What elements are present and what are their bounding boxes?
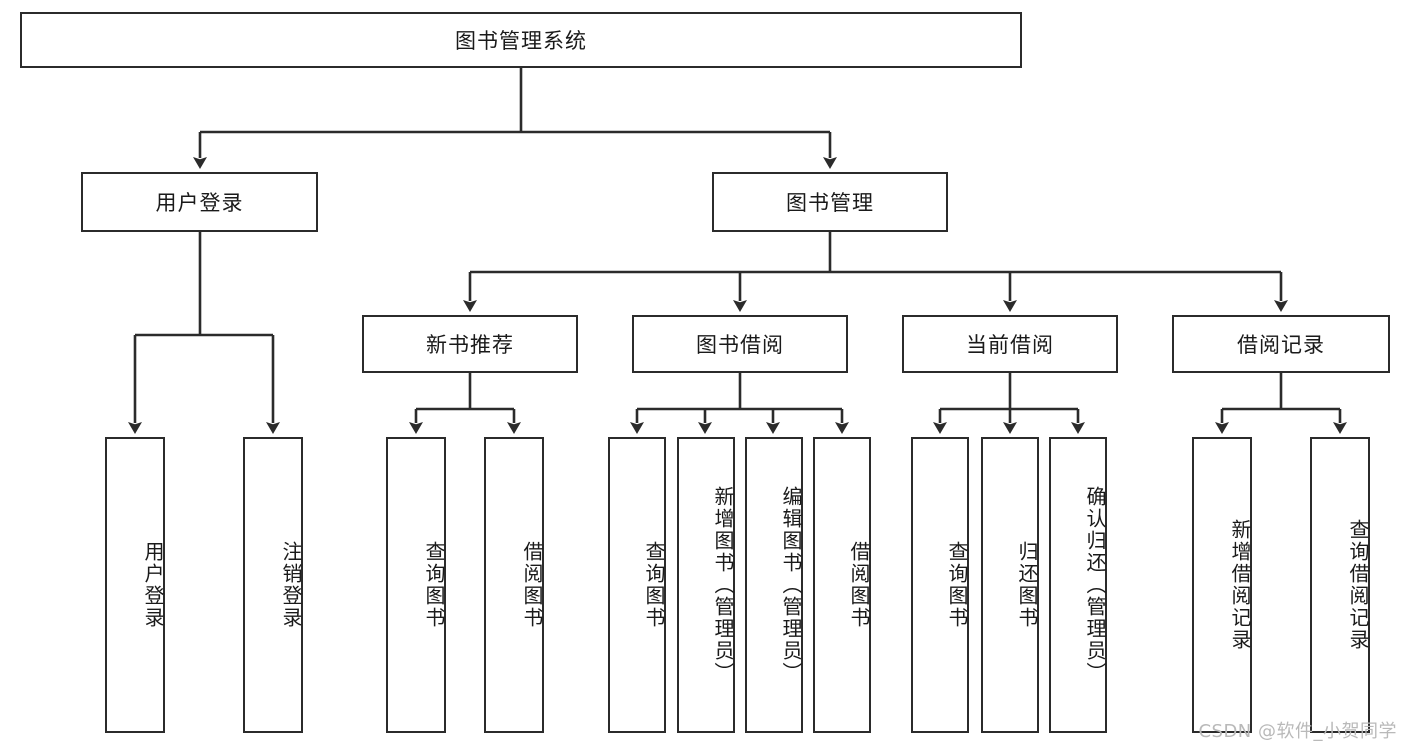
- node-label: 借阅记录: [1237, 333, 1325, 357]
- node-label: 编辑图书（管理员）: [779, 486, 803, 684]
- leaf-borrow-edit-book-admin[interactable]: 编辑图书（管理员）: [745, 437, 803, 733]
- node-book-borrow[interactable]: 图书借阅: [632, 315, 848, 373]
- node-label: 查询图书: [945, 541, 969, 629]
- leaf-user-logout[interactable]: 注销登录: [243, 437, 303, 733]
- leaf-current-query-book[interactable]: 查询图书: [911, 437, 969, 733]
- node-new-book-recommend[interactable]: 新书推荐: [362, 315, 578, 373]
- node-label: 借阅图书: [847, 541, 871, 629]
- node-borrow-record[interactable]: 借阅记录: [1172, 315, 1390, 373]
- node-label: 注销登录: [279, 541, 303, 629]
- node-label: 借阅图书: [520, 541, 544, 629]
- leaf-recommend-borrow-book[interactable]: 借阅图书: [484, 437, 544, 733]
- leaf-record-add-record[interactable]: 新增借阅记录: [1192, 437, 1252, 733]
- leaf-borrow-borrow-book[interactable]: 借阅图书: [813, 437, 871, 733]
- leaf-borrow-add-book-admin[interactable]: 新增图书（管理员）: [677, 437, 735, 733]
- node-label: 新增图书（管理员）: [711, 486, 735, 684]
- leaf-borrow-query-book[interactable]: 查询图书: [608, 437, 666, 733]
- node-label: 查询图书: [642, 541, 666, 629]
- node-user-login[interactable]: 用户登录: [81, 172, 318, 232]
- node-label: 查询图书: [422, 541, 446, 629]
- node-label: 图书管理系统: [455, 29, 587, 53]
- node-label: 用户登录: [155, 191, 244, 215]
- node-root-system[interactable]: 图书管理系统: [20, 12, 1022, 68]
- node-label: 图书管理: [786, 191, 874, 215]
- leaf-current-confirm-return-admin[interactable]: 确认归还（管理员）: [1049, 437, 1107, 733]
- node-book-management[interactable]: 图书管理: [712, 172, 948, 232]
- leaf-recommend-query-book[interactable]: 查询图书: [386, 437, 446, 733]
- node-current-borrow[interactable]: 当前借阅: [902, 315, 1118, 373]
- node-label: 图书借阅: [696, 333, 784, 357]
- node-label: 新书推荐: [426, 333, 514, 357]
- node-label: 归还图书: [1015, 541, 1039, 629]
- node-label: 用户登录: [141, 541, 165, 629]
- leaf-current-return-book[interactable]: 归还图书: [981, 437, 1039, 733]
- node-label: 当前借阅: [966, 333, 1054, 357]
- node-label: 确认归还（管理员）: [1083, 486, 1107, 684]
- node-label: 查询借阅记录: [1346, 519, 1370, 651]
- leaf-user-login[interactable]: 用户登录: [105, 437, 165, 733]
- leaf-record-query-record[interactable]: 查询借阅记录: [1310, 437, 1370, 733]
- node-label: 新增借阅记录: [1228, 519, 1252, 651]
- watermark-text: CSDN @软件_小贺同学: [1198, 721, 1397, 742]
